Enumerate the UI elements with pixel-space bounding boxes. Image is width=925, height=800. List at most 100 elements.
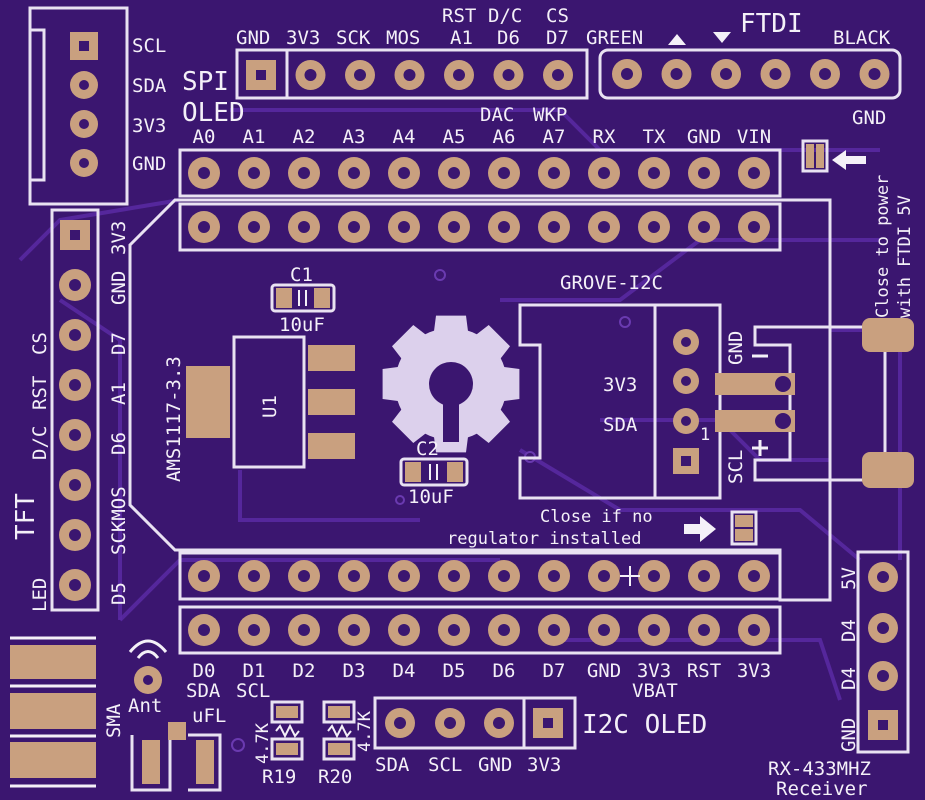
spi-label-sck: SCK	[336, 27, 371, 49]
spi-label-gnd: GND	[236, 27, 270, 49]
spi-label-dc: D/C	[488, 5, 522, 27]
bottom-row2-pad-10	[638, 614, 670, 646]
tft-pin-d6: D6	[108, 432, 130, 455]
tft-pin-d7: D7	[108, 332, 130, 355]
top-row1-pad-11	[688, 157, 720, 189]
ftdi-title: FTDI	[740, 9, 803, 39]
bottom-row1-pad-5	[388, 560, 420, 592]
ftdi-pad-6	[859, 59, 890, 89]
c1-label: C1	[290, 264, 313, 286]
tft-pin-cs: CS	[29, 332, 51, 355]
bottom-header-label-3: D2	[293, 660, 316, 682]
spi-title: SPI	[182, 67, 229, 97]
close-power-line-1: Close to power	[873, 175, 893, 318]
rx-title-line-2: Receiver	[776, 778, 868, 800]
spi-pad-6	[493, 60, 524, 90]
ftdi-arrow-down-icon	[713, 32, 731, 43]
ftdi-header: GREEN FTDI BLACK GND	[586, 9, 902, 129]
c2-value: 10uF	[408, 486, 454, 508]
top-header-label-4: A3	[343, 126, 366, 148]
resistor-r20: 4.7K R20	[318, 700, 375, 788]
top-row2-pad-11	[688, 211, 720, 243]
rx-pin-d4-b: D4	[838, 667, 860, 690]
tft-pin-d5: D5	[108, 582, 130, 605]
bottom-header-label-8: D7	[543, 660, 566, 682]
bottom-header-label-10: 3V3	[637, 660, 671, 682]
sma-connector: SMA	[10, 636, 125, 788]
top-row2-pad-4	[338, 211, 370, 243]
top-row1-pad-6	[438, 157, 470, 189]
grove-label-3v3: 3V3	[603, 374, 637, 396]
ftdi-pad-3	[711, 59, 741, 89]
i2c-left-label-gnd: GND	[132, 153, 166, 175]
top-header-label-3: A2	[293, 126, 316, 148]
regulator-part-number: AMS1117-3.3	[163, 356, 185, 482]
top-row2-pad-1	[188, 211, 220, 243]
bottom-row2-pad-7	[488, 614, 520, 646]
spi-pad-2	[295, 60, 326, 90]
u1-label: U1	[259, 395, 281, 418]
spi-pad-4	[394, 60, 425, 90]
bottom-row1-pad-1	[188, 560, 220, 592]
r19-value: 4.7K	[253, 722, 273, 764]
i2c-oled-header: I2C OLED SDA SCL GND 3V3	[373, 696, 707, 776]
ant-label: Ant	[128, 695, 162, 717]
bottom-header-label-2: D1	[243, 660, 266, 682]
top-header-label-1: A0	[193, 126, 216, 148]
top-header-label-7: A6	[493, 126, 516, 148]
top-row1-pad-3	[288, 157, 320, 189]
bottom-row1-pad-9	[588, 560, 620, 592]
i2c-oled-pin-gnd: GND	[478, 754, 512, 776]
rx-pin-gnd: GND	[838, 718, 860, 752]
top-row2-pad-9	[588, 211, 620, 243]
bottom-row1-pad-2	[238, 560, 270, 592]
bottom-row1-pad-10	[638, 560, 670, 592]
spi-label-mos: MOS	[386, 27, 420, 49]
reg-jumper-arrow-icon	[684, 516, 716, 542]
vbat-label: VBAT	[632, 680, 678, 702]
top-row2-pad-5	[388, 211, 420, 243]
top-row1-pad-9	[588, 157, 620, 189]
top-row1-pad-7	[488, 157, 520, 189]
top-row2-pad-12	[738, 211, 770, 243]
tft-pad-8	[59, 569, 91, 601]
i2c-oled-pin-3v3: 3V3	[527, 754, 561, 776]
ftdi-arrow-up-icon	[668, 34, 686, 45]
tft-pin-3v3: 3V3	[108, 221, 130, 255]
spi-pad-3	[345, 60, 375, 90]
bottom-row1-pad-4	[338, 560, 370, 592]
bottom-sub-sda: SDA	[186, 680, 221, 702]
bottom-row2-pad-2	[238, 614, 270, 646]
bottom-row1-pad-8	[538, 560, 570, 592]
spi-label-d6: D6	[497, 27, 520, 49]
sma-label: SMA	[103, 703, 125, 738]
ftdi-pad-1	[612, 59, 642, 89]
top-row1-pad-2	[238, 157, 270, 189]
ftdi-pad-2	[661, 59, 692, 89]
ufl-label: uFL	[192, 705, 226, 727]
close-power-line-2: with FTDI 5V	[895, 195, 915, 318]
regulator-u1: U1 AMS1117-3.3	[163, 335, 355, 482]
top-header-label-10: TX	[643, 126, 666, 148]
i2c-left-label-scl: SCL	[132, 35, 166, 57]
top-row2-pad-7	[488, 211, 520, 243]
bottom-header-label-11: RST	[687, 660, 721, 682]
top-row2-pad-3	[288, 211, 320, 243]
ftdi-5v-jumper: Close to power with FTDI 5V	[801, 139, 915, 318]
tft-pin-dc: D/C	[29, 426, 51, 460]
r20-label: R20	[318, 766, 352, 788]
spi-label-cs: CS	[546, 5, 569, 27]
ftdi-label-gnd: GND	[852, 107, 886, 129]
ftdi-pad-5	[810, 59, 840, 89]
regulator-bypass-jumper: Close if no regulator installed	[447, 507, 758, 549]
bottom-header-label-7: D6	[493, 660, 516, 682]
grove-pin-one: 1	[700, 425, 710, 445]
c1-value: 10uF	[279, 314, 325, 336]
top-row2-pad-6	[438, 211, 470, 243]
tft-pad-4	[59, 369, 91, 401]
ftdi-label-black: BLACK	[833, 27, 891, 49]
tft-pin-a1: A1	[108, 382, 130, 405]
bottom-row2-pad-1	[188, 614, 220, 646]
battery-connector	[715, 318, 914, 488]
